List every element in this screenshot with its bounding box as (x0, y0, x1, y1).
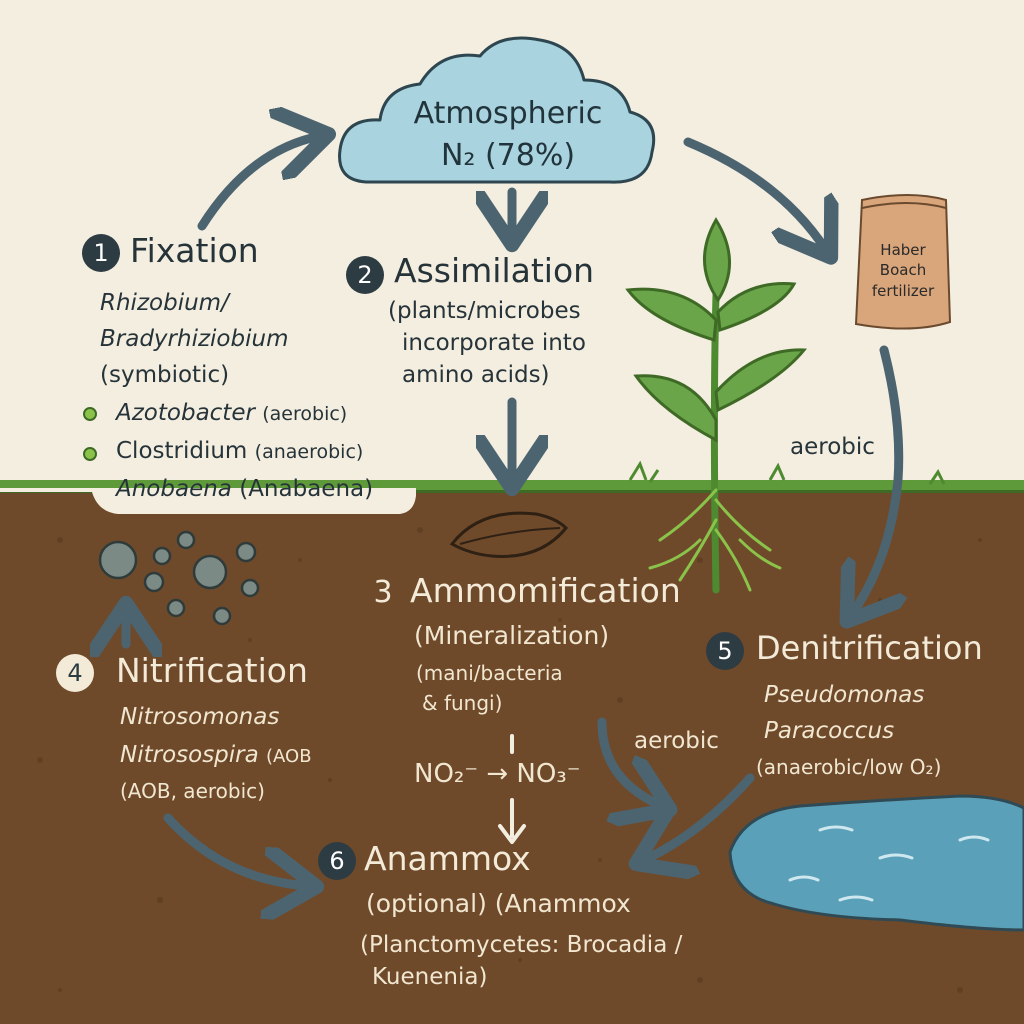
denitrification-note: (anaerobic/low O₂) (756, 755, 942, 779)
nitrification-line-2: Nitrosospira (AOB (120, 742, 312, 768)
arrow-ammonification-to-water (597, 717, 662, 806)
denitrification-number-badge: 5 (706, 632, 744, 670)
anammox-line-1: (optional) (Anammox (366, 889, 631, 918)
assimilation-line-2: incorporate into (402, 330, 586, 356)
aerobic-label-right: aerobic (790, 434, 875, 460)
ammonification-line-1: (Mineralization) (414, 621, 610, 650)
fixation-number-badge: 1 (82, 234, 120, 272)
fertilizer-bag (854, 194, 952, 330)
fixation-note: (symbiotic) (100, 362, 230, 388)
arrow-fertilizer-to-denitrification (852, 345, 899, 614)
arrow-nitrification-to-anammox (163, 813, 308, 886)
plant-illustration (625, 217, 946, 594)
ammonification-number-badge: 3 (373, 575, 393, 610)
fixation-panel (0, 488, 416, 514)
ammonification-line-2: (mani/bacteria (416, 661, 563, 685)
fixation-item-1-note: (aerobic) (262, 403, 348, 425)
denitrification-line-1: Pseudomonas (764, 682, 925, 708)
fixation-item-1: Azotobacter (aerobic) (116, 400, 347, 426)
arrow-denitrification-to-anammox (644, 773, 755, 860)
fixation-line-2: Bradyrhiziobium (100, 326, 289, 352)
fixation-title: Fixation (130, 231, 259, 270)
fixation-line-1: Rhizobium/ (100, 290, 229, 316)
soil-particles (98, 530, 260, 626)
bullet-dot-2 (83, 447, 97, 461)
anammox-title: Anammox (364, 839, 531, 878)
arrow-fixation-to-atmosphere (197, 136, 320, 231)
nitrification-title: Nitrification (116, 651, 308, 690)
anammox-number-badge: 6 (318, 842, 356, 880)
denitrification-title: Denitrification (756, 629, 983, 667)
nitrification-tag: (AOB (266, 746, 312, 767)
atmosphere-line-2: N₂ (78%) (440, 138, 576, 173)
fixation-item-3-name: Anobaena (116, 476, 232, 502)
bullet-dot-1 (83, 407, 97, 421)
water-pond (728, 794, 1024, 932)
assimilation-line-1: (plants/microbes (388, 298, 581, 324)
fixation-item-2: Clostridium (anaerobic) (116, 438, 363, 464)
aerobic-label-middle: aerobic (634, 728, 719, 754)
fixation-item-2-note: (anaerobic) (254, 441, 364, 463)
ammonification-line-3: & fungi) (422, 691, 503, 715)
anammox-line-2: (Planctomycetes: Brocadia / (360, 932, 683, 958)
fertilizer-line-2: Boach (879, 261, 927, 280)
cloud-shape (338, 36, 656, 184)
conversion-arrow: → (486, 759, 509, 789)
nitrite-nitrate-formula: NO₂⁻ → NO₃⁻ (414, 759, 581, 790)
fertilizer-line-1: Haber (880, 241, 926, 259)
anammox-line-3: Kuenenia) (372, 964, 488, 990)
assimilation-number-badge: 2 (346, 256, 384, 294)
atmosphere-line-1: Atmospheric (413, 96, 603, 131)
fertilizer-line-3: fertilizer (871, 281, 935, 300)
fixation-item-3-note: (Anabaena) (239, 476, 374, 502)
ammonification-title: Ammomification (410, 571, 681, 610)
nitrification-line-2-text: Nitrosospira (120, 742, 259, 768)
assimilation-title: Assimilation (394, 251, 595, 290)
nitrification-number-badge: 4 (56, 654, 94, 692)
soil-speckles (37, 527, 982, 993)
nitrate-label: NO₃⁻ (516, 759, 581, 789)
assimilation-line-3: amino acids) (402, 362, 550, 388)
fixation-item-1-name: Azotobacter (116, 400, 255, 426)
fixation-item-3: Anobaena (Anabaena) (116, 476, 373, 502)
nitrification-note: (AOB, aerobic) (120, 779, 265, 803)
arrow-atmosphere-to-fertilizer (683, 137, 826, 250)
fertilizer-label: Haber Boach fertilizer (858, 240, 948, 301)
nitrification-line-1: Nitrosomonas (120, 704, 280, 730)
fixation-item-2-name: Clostridium (116, 438, 248, 464)
nitrite-label: NO₂⁻ (414, 759, 479, 789)
denitrification-line-2: Paracoccus (764, 718, 895, 744)
leaf-litter-icon (449, 511, 569, 558)
